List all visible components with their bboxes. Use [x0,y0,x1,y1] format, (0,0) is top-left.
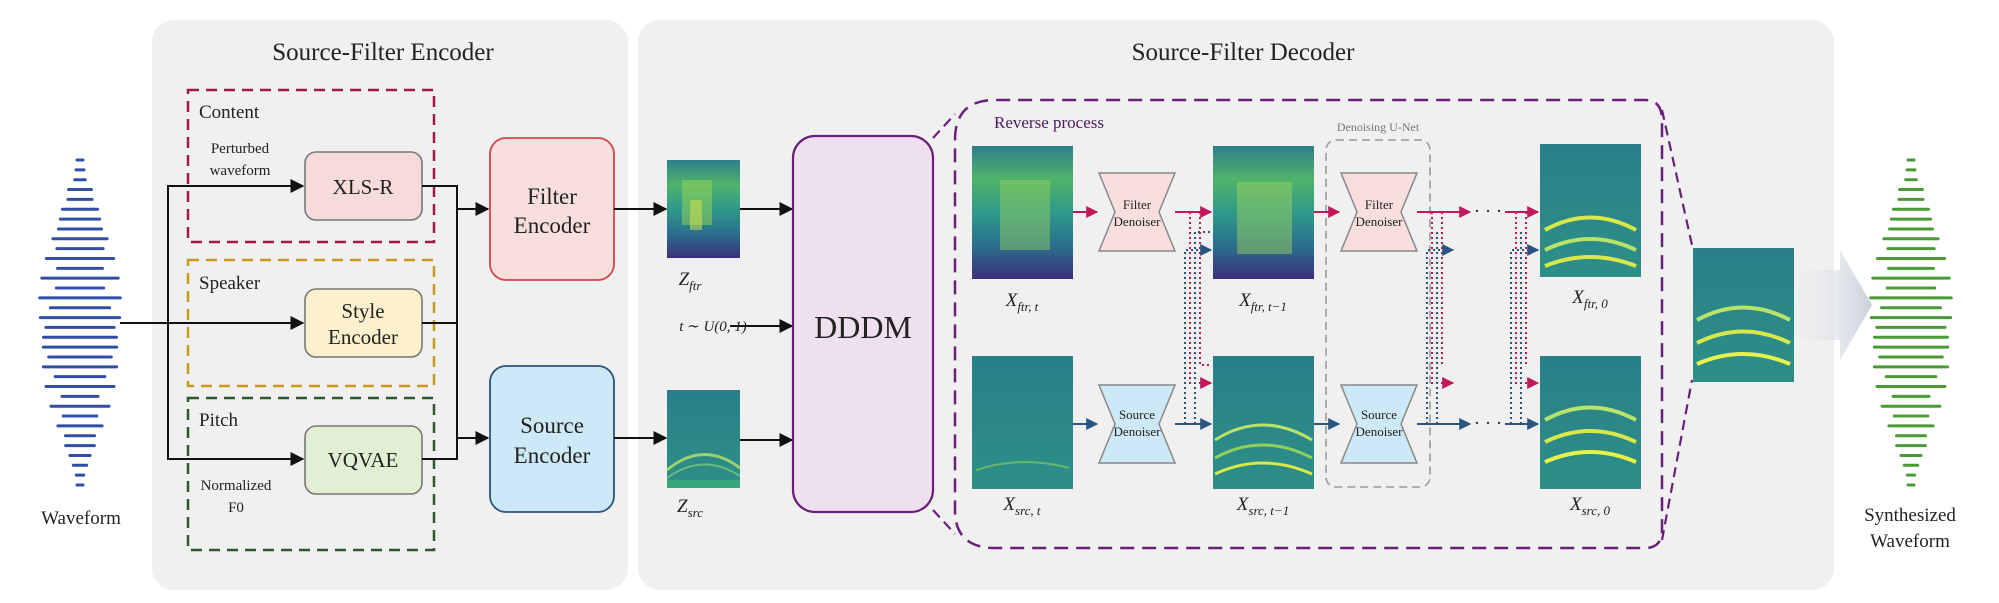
input-waveform [38,158,122,487]
zoom-line-bottom [932,509,956,535]
decoder-title: Source-Filter Decoder [1132,39,1356,66]
speaker-label: Speaker [199,273,261,294]
style-encoder-label-2: Encoder [328,325,398,349]
x-src-t-spectrogram [972,356,1073,489]
perturbed-label: Perturbed [211,141,270,157]
vqvae-label: VQVAE [328,448,399,472]
output-waveform [1869,158,1953,487]
source-denoiser-1-label-2: Denoiser [1114,424,1162,439]
filter-denoiser-2 [1339,172,1419,252]
zoom-line-right-top [1660,109,1694,246]
denoising-unet-label: Denoising U-Net [1337,120,1420,134]
source-ellipsis: · · · [1474,413,1502,434]
input-waveform-label: Waveform [41,508,121,529]
source-encoder-block [489,365,615,513]
dddm-label: DDDM [814,309,912,345]
t-distribution-label: t ∼ U(0, 1) [679,319,747,335]
source-denoiser-2-label-1: Source [1361,407,1397,422]
x-ftr-t-label: Xftr, t [1005,290,1039,314]
dddm-block [791,134,935,514]
pitch-label: Pitch [199,410,239,431]
x-src-t-label: Xsrc, t [1002,494,1041,518]
z-src-spectrogram [666,390,741,488]
output-spectrogram [1693,248,1794,382]
reverse-process-label: Reverse process [994,113,1104,132]
filter-denoiser-2-label-1: Filter [1365,197,1394,212]
pitch-group [186,396,436,552]
style-encoder-label-1: Style [341,299,384,323]
filter-encoder-label-2: Encoder [514,213,591,238]
filter-denoiser-1 [1097,172,1177,252]
filter-denoiser-1-label-1: Filter [1123,197,1152,212]
source-denoiser-2 [1339,384,1419,464]
output-waveform-label-2: Waveform [1870,531,1950,552]
x-src-0-label: Xsrc, 0 [1569,494,1611,518]
filter-denoiser-2-label-2: Denoiser [1356,214,1404,229]
output-arrow [1800,250,1872,360]
z-ftr-spectrogram [667,160,740,258]
source-encoder-label-1: Source [520,413,584,438]
encoder-title: Source-Filter Encoder [272,39,494,66]
source-denoiser-1-label-1: Source [1119,407,1155,422]
decoder-panel [638,20,1834,590]
x-ftr-t1-spectrogram [1213,146,1314,279]
x-src-t1-label: Xsrc, t−1 [1236,494,1289,518]
normalized-label: Normalized [201,478,272,494]
input-routing [120,179,794,466]
content-label: Content [199,102,260,123]
x-src-0-spectrogram [1540,356,1641,489]
x-ftr-0-label: Xftr, 0 [1571,287,1608,311]
x-ftr-t-spectrogram [972,146,1073,279]
reverse-process-frame [953,98,1664,550]
x-src-t1-spectrogram [1213,356,1314,489]
source-denoiser-1 [1097,384,1177,464]
x-ftr-t1-label: Xftr, t−1 [1238,290,1287,314]
output-waveform-label-1: Synthesized [1864,505,1956,526]
x-ftr-0-spectrogram [1540,144,1641,277]
filter-ellipsis: · · · [1474,201,1502,222]
source-encoder-label-2: Encoder [514,443,591,468]
filter-denoiser-1-label-2: Denoiser [1114,214,1162,229]
cross-connections [1184,212,1540,424]
filter-encoder-block [489,137,615,281]
filter-encoder-label-1: Filter [527,184,577,209]
zoom-line-top [932,113,956,139]
z-ftr-label: Zftr [679,269,703,293]
denoising-unet-box [1325,139,1431,488]
f0-label: F0 [228,500,244,516]
zoom-line-right-bottom [1660,379,1694,541]
waveform-label: waveform [210,163,271,179]
source-denoiser-2-label-2: Denoiser [1356,424,1404,439]
content-group [186,88,436,244]
xlsr-label: XLS-R [333,175,394,199]
z-src-label: Zsrc [677,496,703,520]
